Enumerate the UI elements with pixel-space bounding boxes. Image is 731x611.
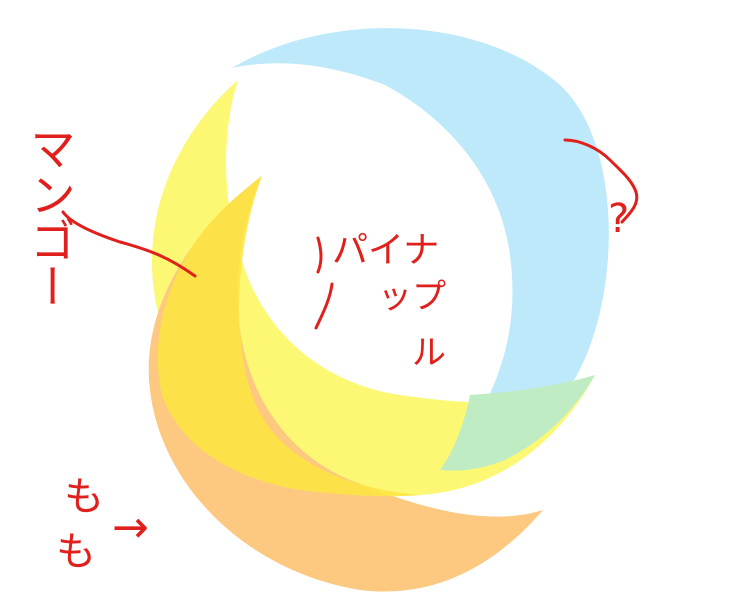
label-pineapple-3: ル (412, 333, 446, 373)
mango-pointer-line (61, 210, 197, 278)
orange-crescent (148, 176, 543, 592)
label-blue-fruit: ? (608, 196, 629, 242)
yellow-crescent (151, 80, 595, 496)
pineapple-pointer-line (314, 236, 334, 330)
yellow-orange-overlap (157, 176, 420, 497)
blue-crescent (232, 28, 609, 470)
label-peach-2: も (56, 529, 96, 575)
peach-arrow: → (112, 502, 149, 553)
label-pineapple-1: パイナ (332, 230, 439, 271)
blue-yellow-overlap (440, 375, 595, 471)
label-pineapple-2: ップ (378, 277, 446, 317)
label-peach-1: も (64, 474, 104, 520)
blue-question-curve (563, 138, 639, 224)
